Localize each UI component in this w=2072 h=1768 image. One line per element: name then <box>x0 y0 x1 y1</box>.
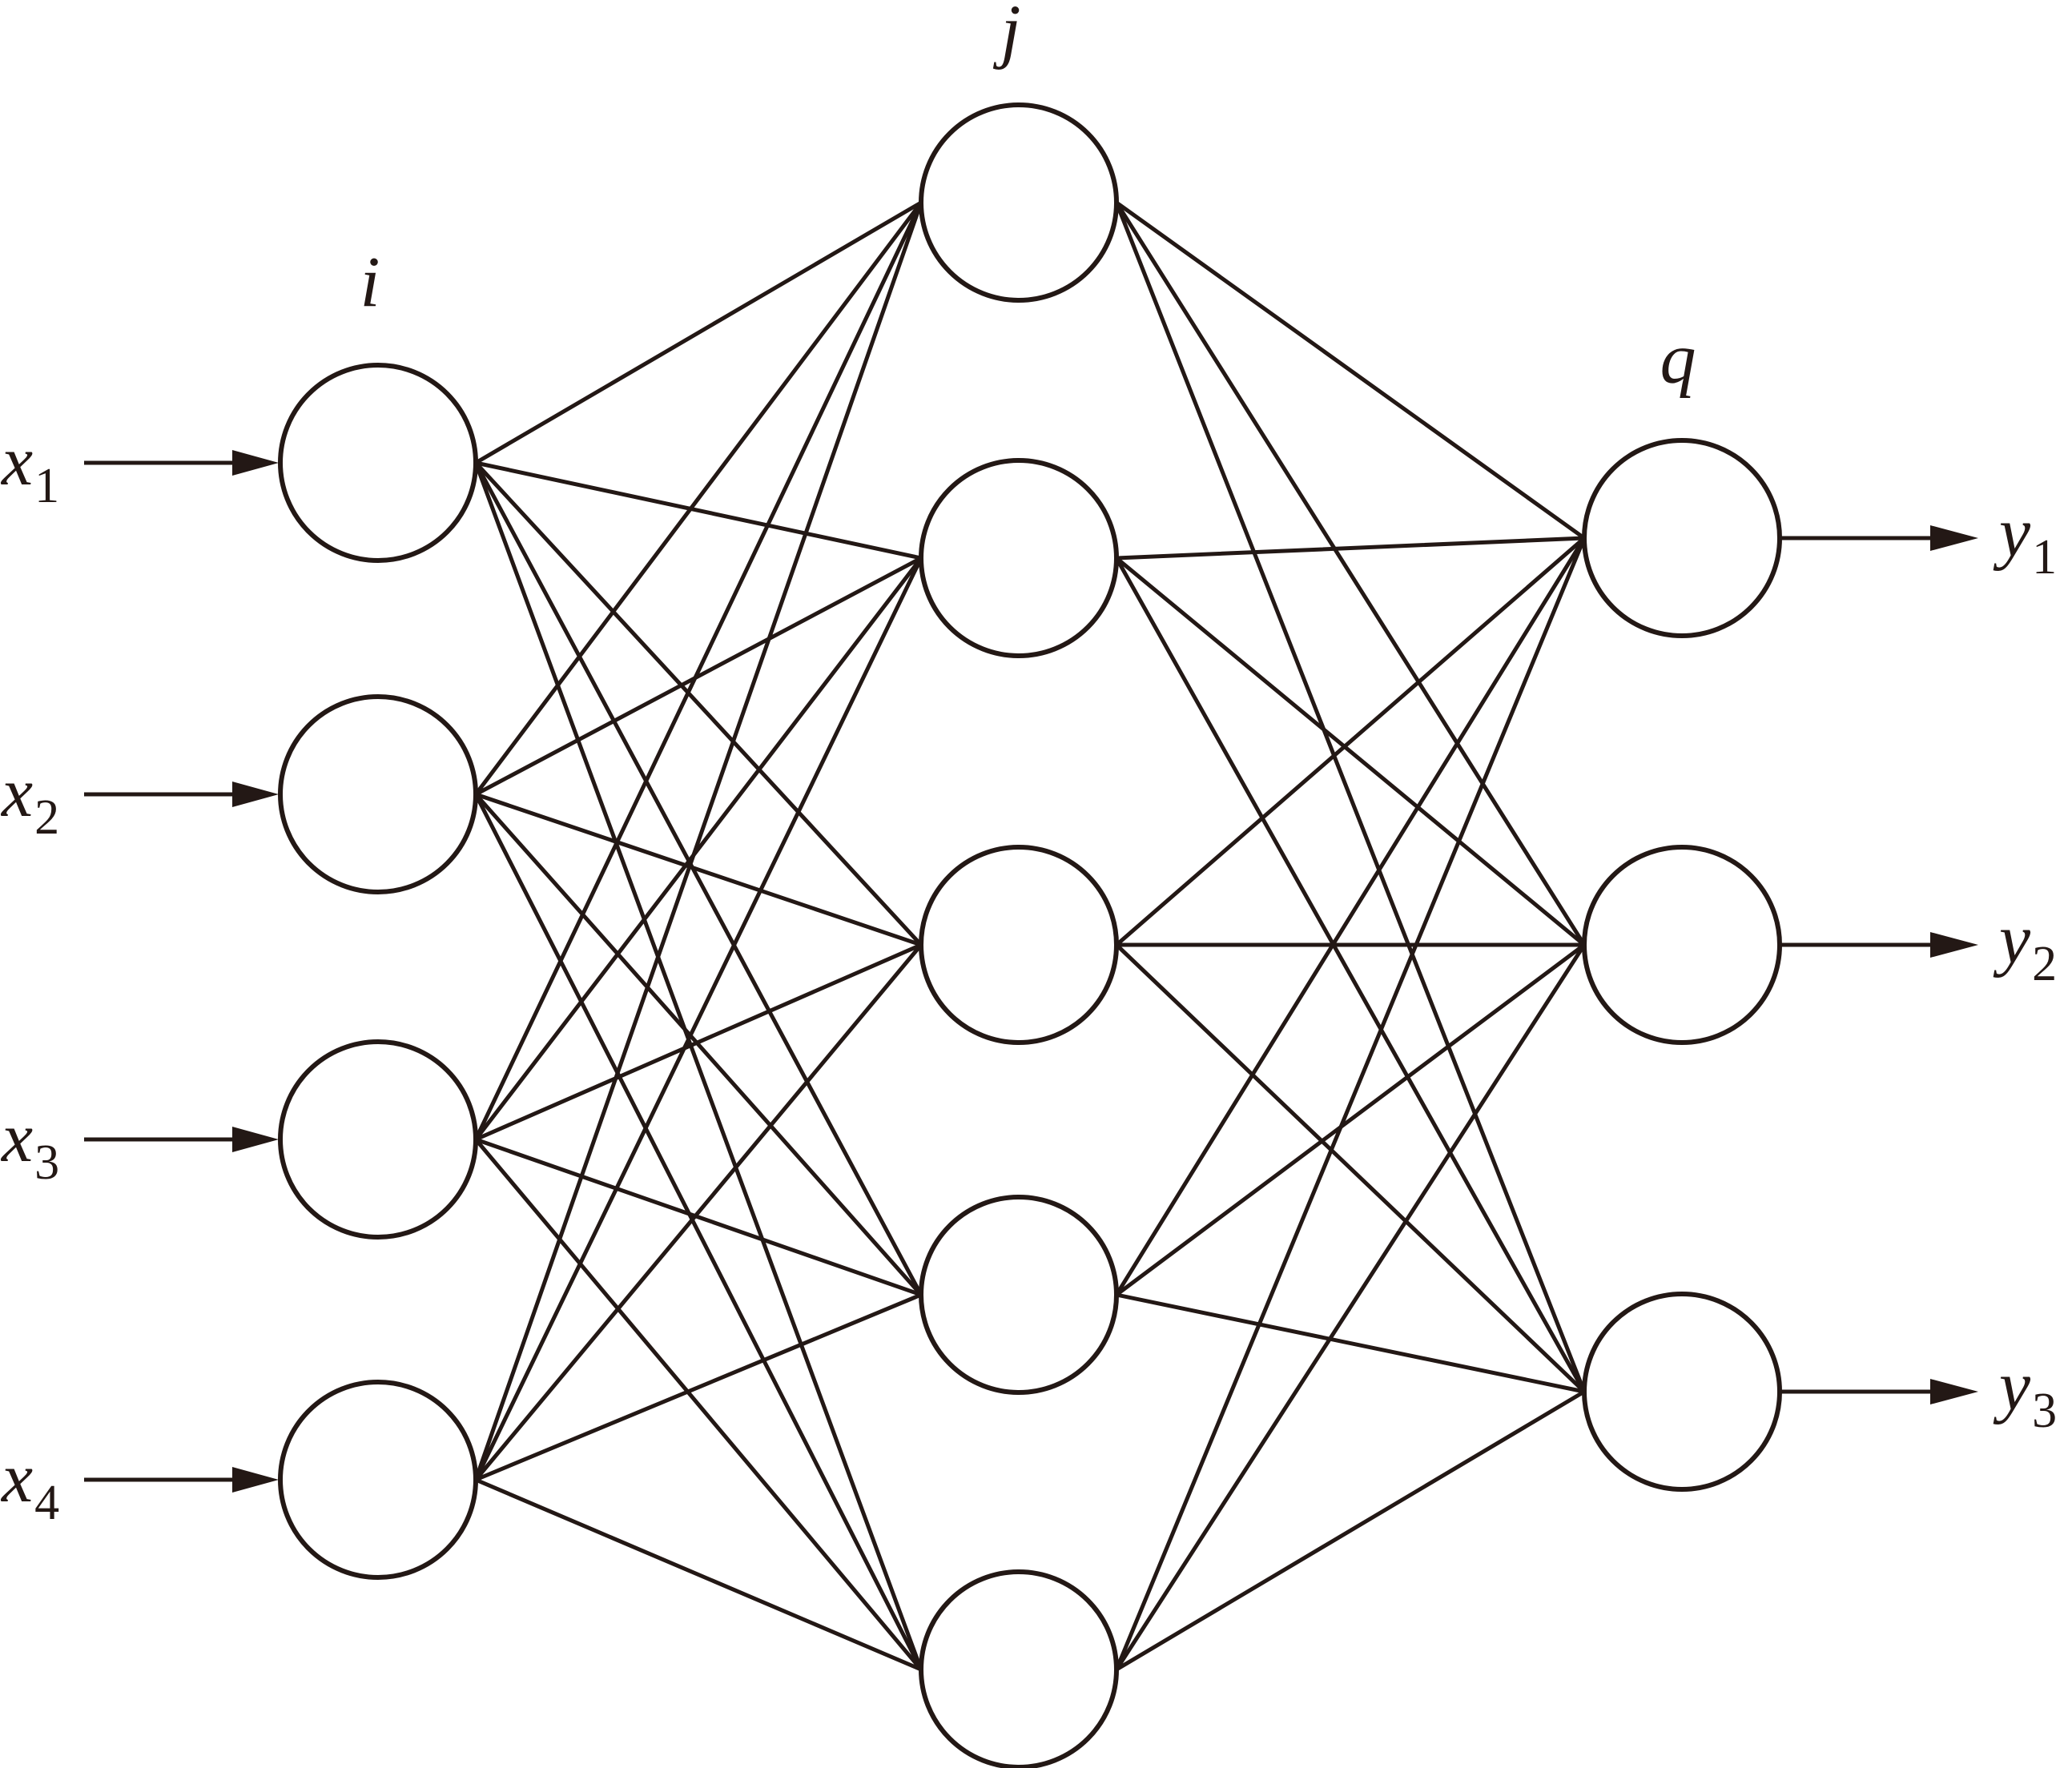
output-label-2: y2 <box>1993 901 2057 991</box>
output-node-3 <box>1582 1292 1782 1492</box>
hidden-node-4 <box>919 1195 1119 1395</box>
edge-j2-q2 <box>1114 556 1587 947</box>
output-arrowhead-3 <box>1930 1379 1978 1404</box>
input-label-3: x3 <box>0 1099 59 1190</box>
edge-i3-j5 <box>473 1137 923 1672</box>
edge-i4-j1 <box>473 200 923 1482</box>
edge-i3-j1 <box>473 200 923 1142</box>
hidden-node-1 <box>919 102 1119 303</box>
hidden-layer-label: j <box>992 0 1020 70</box>
edge-j1-q1 <box>1114 200 1587 540</box>
output-arrowhead-1 <box>1930 525 1978 551</box>
input-label-4: x4 <box>0 1440 59 1530</box>
edge-j3-q1 <box>1114 536 1587 947</box>
output-label-1: y1 <box>1993 494 2057 585</box>
hidden-node-5 <box>919 1569 1119 1768</box>
edge-i2-j3 <box>473 792 923 947</box>
hidden-node-2 <box>919 458 1119 658</box>
edge-j5-q3 <box>1114 1389 1587 1672</box>
edge-i4-j2 <box>473 556 923 1482</box>
output-layer-label: q <box>1660 319 1696 399</box>
edge-i2-j2 <box>473 556 923 797</box>
output-arrowhead-2 <box>1930 932 1978 958</box>
edge-i2-j1 <box>473 200 923 797</box>
input-layer-label: i <box>360 243 380 322</box>
edge-i2-j5 <box>473 792 923 1672</box>
edge-i3-j3 <box>473 942 923 1142</box>
input-arrowhead-1 <box>232 450 279 476</box>
input-arrowhead-4 <box>232 1467 279 1493</box>
input-label-2: x2 <box>0 754 59 845</box>
edge-i4-j4 <box>473 1292 923 1482</box>
edge-i1-j4 <box>473 460 923 1297</box>
edge-j4-q1 <box>1114 536 1587 1297</box>
edge-j5-q1 <box>1114 536 1587 1672</box>
edge-i1-j5 <box>473 460 923 1672</box>
diagram-labels: i j q x1 x2 x3 x4 y1 y2 y3 <box>0 0 2057 1530</box>
edge-j3-q3 <box>1114 942 1587 1394</box>
edge-j1-q2 <box>1114 200 1587 947</box>
edge-i1-j2 <box>473 460 923 561</box>
edge-i3-j2 <box>473 556 923 1142</box>
io-arrows <box>84 450 1978 1493</box>
edge-i1-j3 <box>473 460 923 947</box>
input-label-1: x1 <box>0 423 59 513</box>
output-node-2 <box>1582 845 1782 1045</box>
edge-j2-q3 <box>1114 556 1587 1394</box>
output-node-1 <box>1582 438 1782 638</box>
input-node-4 <box>278 1380 478 1580</box>
edge-j1-q3 <box>1114 200 1587 1394</box>
edge-i4-j5 <box>473 1477 923 1672</box>
input-node-1 <box>278 363 478 563</box>
network-nodes <box>278 102 1782 1768</box>
hidden-node-3 <box>919 845 1119 1045</box>
edge-i2-j4 <box>473 792 923 1297</box>
edge-j4-q3 <box>1114 1292 1587 1394</box>
edge-i3-j4 <box>473 1137 923 1297</box>
input-node-3 <box>278 1039 478 1240</box>
edge-i4-j3 <box>473 942 923 1482</box>
edge-j2-q1 <box>1114 536 1587 561</box>
edge-j4-q2 <box>1114 942 1587 1297</box>
input-arrowhead-2 <box>232 782 279 807</box>
output-label-3: y3 <box>1993 1348 2057 1438</box>
connection-edges <box>473 200 1587 1672</box>
edge-j5-q2 <box>1114 942 1587 1672</box>
input-node-2 <box>278 694 478 894</box>
edge-i1-j1 <box>473 200 923 465</box>
input-arrowhead-3 <box>232 1127 279 1152</box>
